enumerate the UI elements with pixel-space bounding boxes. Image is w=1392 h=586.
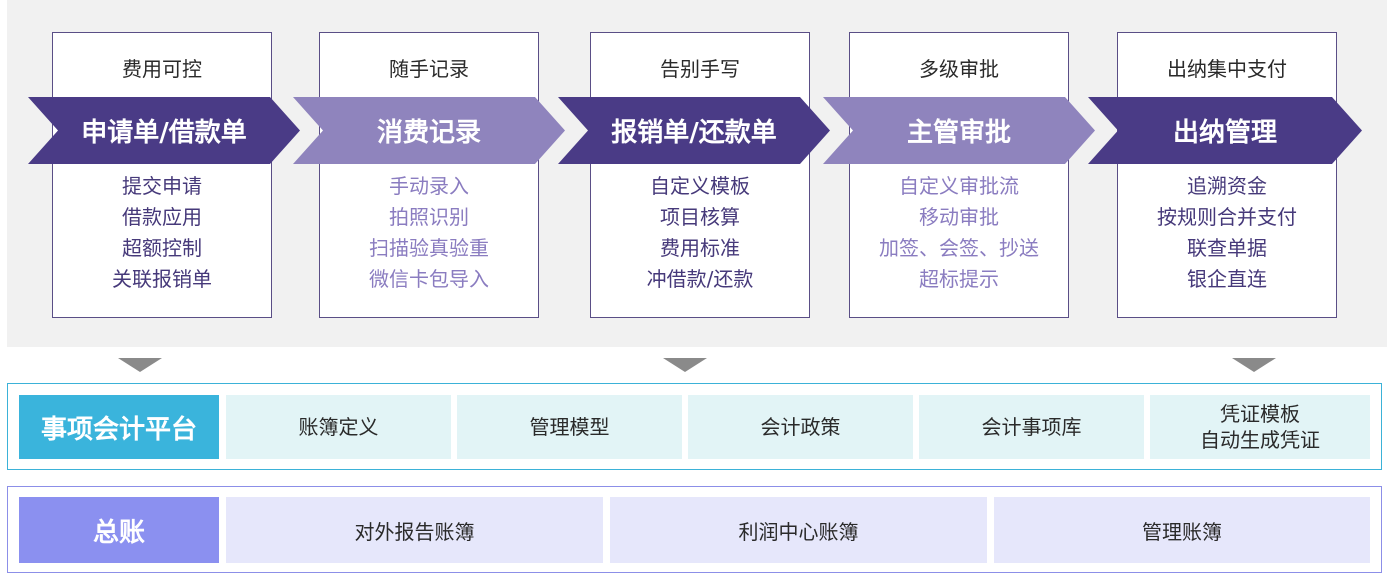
stage-item: 冲借款/还款	[646, 267, 754, 291]
stage-items: 自定义模板 项目核算 费用标准 冲借款/还款	[591, 171, 809, 295]
platform-cell-text: 会计政策	[760, 415, 841, 439]
platform-cell-voucher-template: 凭证模板 自动生成凭证	[1150, 395, 1370, 459]
chevron-title: 申请单/借款单	[81, 118, 247, 148]
chevron-title: 出纳管理	[1172, 118, 1277, 148]
event-accounting-platform: 事项会计平台 账簿定义 管理模型 会计政策 会计事项库 凭证模板 自动生成凭证	[7, 383, 1382, 470]
ledger-cell-management: 管理账簿	[994, 497, 1370, 563]
platform-cell-text: 管理模型	[529, 415, 610, 439]
stage-item: 超标提示	[919, 267, 999, 291]
stage-items: 自定义审批流 移动审批 加签、会签、抄送 超标提示	[850, 171, 1068, 295]
platform-cell-text: 会计事项库	[981, 415, 1082, 439]
stage-item: 超额控制	[122, 236, 202, 260]
stage-item: 银企直连	[1187, 267, 1267, 291]
stage-item: 手动录入	[389, 174, 469, 198]
stage-item: 移动审批	[919, 205, 999, 229]
platform-cell-event-library: 会计事项库	[919, 395, 1144, 459]
stage-item: 借款应用	[122, 205, 202, 229]
platform-cell-text: 凭证模板	[1220, 402, 1300, 426]
down-arrow-icon	[663, 358, 707, 372]
stage-item: 加签、会签、抄送	[879, 236, 1039, 260]
stage-item: 拍照识别	[389, 205, 469, 229]
chevron-title: 主管审批	[906, 118, 1011, 148]
stage-item: 自定义审批流	[899, 174, 1019, 198]
stage-items: 追溯资金 按规则合并支付 联查单据 银企直连	[1118, 171, 1336, 295]
stage-top-label: 多级审批	[919, 56, 999, 81]
general-ledger: 总账 对外报告账簿 利润中心账簿 管理账簿	[7, 486, 1382, 573]
platform-cell-management-model: 管理模型	[457, 395, 682, 459]
stage-top-label: 费用可控	[122, 56, 202, 81]
stage-item: 追溯资金	[1187, 174, 1267, 198]
chevron-step-4: 主管审批	[823, 97, 1095, 164]
process-flow-ribbon: 申请单/借款单 消费记录 报销单/还款单 主管审批 出纳管理	[0, 97, 1392, 164]
platform-cell-accounting-policy: 会计政策	[688, 395, 913, 459]
stage-item: 费用标准	[660, 236, 740, 260]
down-arrow-icon	[118, 358, 162, 372]
stage-consumption-record: 随手记录 手动录入 拍照识别 扫描验真验重 微信卡包导入	[319, 32, 539, 318]
chevron-step-2: 消费记录	[293, 97, 565, 164]
ledger-title: 总账	[19, 497, 219, 563]
chevron-title: 报销单/还款单	[611, 118, 777, 148]
stage-top-label: 告别手写	[660, 56, 740, 81]
platform-cell-text: 账簿定义	[298, 415, 379, 439]
chevron-step-1: 申请单/借款单	[28, 97, 300, 164]
down-arrow-icon	[1232, 358, 1276, 372]
stage-item: 自定义模板	[650, 174, 750, 198]
stage-reimbursement: 告别手写 自定义模板 项目核算 费用标准 冲借款/还款	[590, 32, 810, 318]
chevron-title: 消费记录	[376, 118, 481, 148]
stage-item: 项目核算	[660, 205, 740, 229]
stage-item: 联查单据	[1187, 236, 1267, 260]
stage-items: 提交申请 借款应用 超额控制 关联报销单	[53, 171, 271, 295]
stage-top-label: 出纳集中支付	[1167, 56, 1287, 81]
stage-item: 关联报销单	[112, 267, 212, 291]
chevron-step-3: 报销单/还款单	[558, 97, 830, 164]
stage-cashier: 出纳集中支付 追溯资金 按规则合并支付 联查单据 银企直连	[1117, 32, 1337, 318]
stage-item: 提交申请	[122, 174, 202, 198]
stage-manager-approval: 多级审批 自定义审批流 移动审批 加签、会签、抄送 超标提示	[849, 32, 1069, 318]
platform-cell-text: 自动生成凭证	[1200, 428, 1320, 452]
stage-items: 手动录入 拍照识别 扫描验真验重 微信卡包导入	[320, 171, 538, 295]
ledger-cell-profit-center: 利润中心账簿	[610, 497, 987, 563]
chevron-step-5: 出纳管理	[1088, 97, 1362, 164]
platform-cell-ledger-definition: 账簿定义	[226, 395, 451, 459]
platform-title: 事项会计平台	[19, 395, 219, 459]
ledger-cell-external-report: 对外报告账簿	[226, 497, 603, 563]
stage-item: 微信卡包导入	[369, 267, 489, 291]
stage-top-label: 随手记录	[389, 56, 469, 81]
stage-item: 扫描验真验重	[369, 236, 489, 260]
stage-item: 按规则合并支付	[1157, 205, 1297, 229]
stage-apply-loan: 费用可控 提交申请 借款应用 超额控制 关联报销单	[52, 32, 272, 318]
